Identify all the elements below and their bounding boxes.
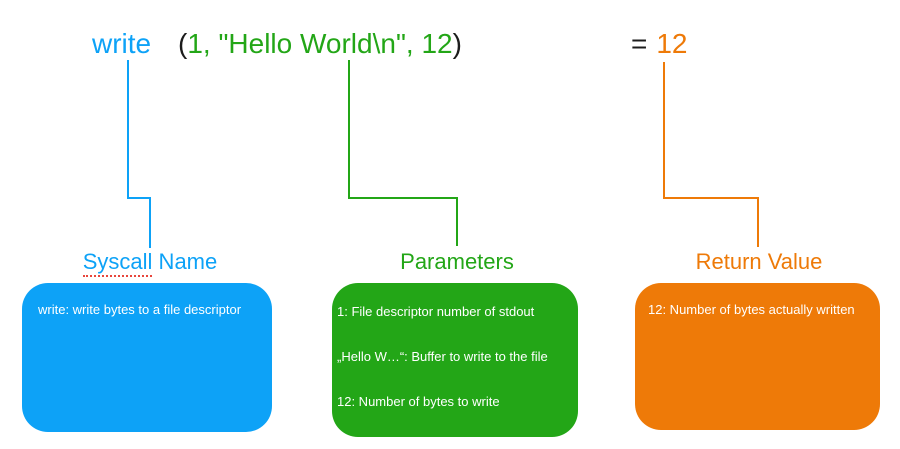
formula-syscall-name-text: write	[92, 28, 152, 59]
formula-open-paren: (	[178, 28, 188, 59]
return-connector-vertical-bottom	[757, 197, 759, 247]
syscall-connector-vertical-top	[127, 60, 129, 199]
syscall-description-line: write: write bytes to a file descriptor	[38, 302, 242, 317]
syscall-connector-horizontal	[127, 197, 151, 199]
formula-call-text: (1, "Hello World\n", 12)	[178, 27, 462, 61]
return-connector-vertical-top	[663, 62, 665, 199]
syscall-connector-vertical-bottom	[149, 197, 151, 248]
return-value-description-box: 12: Number of bytes actually written	[635, 283, 880, 430]
parameters-description-box: 1: File descriptor number of stdout „Hel…	[332, 283, 578, 437]
formula-return-value-text: 12	[656, 28, 688, 59]
parameter-description-line-count: 12: Number of bytes to write	[337, 394, 500, 409]
formula-result-text: = 12	[631, 27, 688, 61]
syscall-name-label-rest: Name	[152, 249, 218, 274]
formula-equals-sign: =	[631, 28, 648, 59]
syscall-name-label: Syscall Name	[60, 249, 240, 277]
parameters-connector-vertical-top	[348, 60, 350, 199]
return-value-label: Return Value	[695, 249, 823, 274]
syscall-name-label-flagged-word: Syscall	[82, 249, 153, 277]
formula-close-paren: )	[452, 28, 462, 59]
formula-arguments-text: 1, "Hello World\n", 12	[187, 28, 453, 59]
parameter-description-line-fd: 1: File descriptor number of stdout	[337, 304, 535, 319]
parameter-description-line-buffer: „Hello W…“: Buffer to write to the file	[337, 349, 548, 364]
return-connector-horizontal	[663, 197, 759, 199]
parameters-connector-horizontal	[348, 197, 458, 199]
syscall-description-box: write: write bytes to a file descriptor	[22, 283, 272, 432]
parameters-connector-vertical-bottom	[456, 197, 458, 246]
return-description-line: 12: Number of bytes actually written	[648, 302, 855, 317]
parameters-label: Parameters	[400, 249, 514, 274]
